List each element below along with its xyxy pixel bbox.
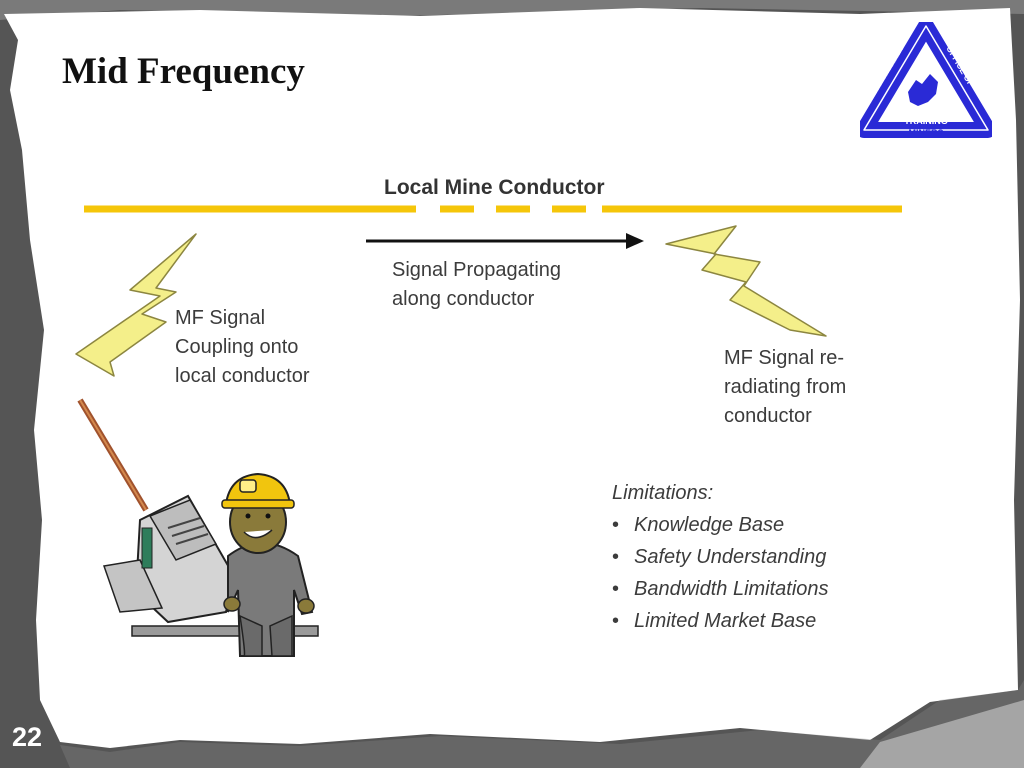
limitation-item: •Bandwidth Limitations <box>612 578 829 600</box>
propagating-description: Signal Propagating along conductor <box>392 256 561 314</box>
propagating-line-1: Signal Propagating <box>392 259 562 281</box>
reradiating-line-3: conductor <box>724 405 812 427</box>
coupling-line-3: local conductor <box>175 365 310 387</box>
logo-text-training: TRAINING <box>904 116 948 126</box>
limitation-item: •Knowledge Base <box>612 514 785 536</box>
reradiating-description: MF Signal re- radiating from conductor <box>724 344 846 431</box>
propagating-line-2: along conductor <box>392 288 535 310</box>
conductor-label: Local Mine Conductor <box>384 176 605 199</box>
coupling-description: MF Signal Coupling onto local conductor <box>175 304 310 391</box>
coupling-line-1: MF Signal <box>175 307 266 329</box>
coupling-lightning-icon <box>75 233 197 377</box>
logo-text-miners: MINERS <box>908 128 943 138</box>
reradiating-line-1: MF Signal re- <box>724 347 845 369</box>
limitation-item: •Safety Understanding <box>612 546 827 568</box>
limitations-list: Limitations: •Knowledge Base •Safety Und… <box>612 482 829 637</box>
propagation-arrow <box>366 233 644 249</box>
miner-with-radio-icon <box>77 398 319 657</box>
wv-health-safety-logo: WEST VIRGINIA HEALTH OFFICE OF SAFETY TR… <box>860 22 992 138</box>
west-virginia-map-icon <box>908 74 938 106</box>
slide-title: Mid Frequency <box>62 51 305 92</box>
limitations-heading: Limitations: <box>612 482 714 504</box>
slide-number: 22 <box>12 722 43 752</box>
coupling-line-2: Coupling onto <box>175 336 299 358</box>
limitation-item: •Limited Market Base <box>612 610 817 632</box>
reradiating-lightning-icon <box>665 225 827 337</box>
reradiating-line-2: radiating from <box>724 376 847 398</box>
